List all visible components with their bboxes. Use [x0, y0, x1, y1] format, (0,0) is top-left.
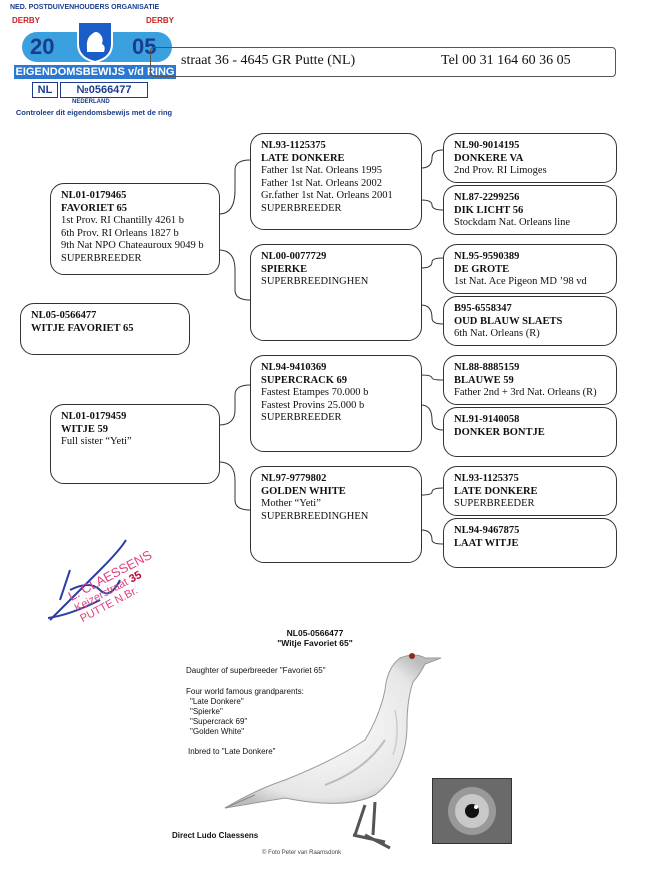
grandparent-ff-box: NL93-1125375 LATE DONKERE Father 1st Nat… [250, 133, 422, 230]
sticker-nederland: NEDERLAND [72, 99, 110, 105]
sticker-derby-left: DERBY [12, 16, 41, 25]
ring-ownership-sticker: NED. POSTDUIVENHOUDERS ORGANISATIE DERBY… [10, 4, 178, 117]
mff-line: Father 2nd + 3rd Nat. Orleans (R) [454, 387, 597, 398]
mmm-ring: NL94-9467875 [454, 525, 520, 536]
fmf-ring: NL95-9590389 [454, 251, 520, 262]
fm-ring: NL00-0077729 [261, 251, 327, 262]
mfm-name: DONKER BONTJE [454, 426, 545, 438]
fmm-ring: B95-6558347 [454, 303, 512, 314]
mother-line: Full sister “Yeti” [61, 436, 132, 447]
header-address: straat 36 - 4645 GR Putte (NL) [181, 53, 356, 68]
fff-name: DONKERE VA [454, 152, 524, 164]
mmf-name: LATE DONKERE [454, 485, 538, 497]
photo-daughter: Daughter of superbreeder "Favoriet 65" [186, 666, 326, 675]
mother-box: NL01-0179459 WITJE 59 Full sister “Yeti” [50, 404, 220, 484]
sticker-title: EIGENDOMSBEWIJS v/d RING [14, 65, 176, 79]
mf-name: SUPERCRACK 69 [261, 374, 348, 386]
mm-line: Mother “Yeti” [261, 498, 321, 509]
mm-line: SUPERBREEDINGHEN [261, 510, 369, 522]
lion-crest-icon [72, 18, 118, 64]
ffm-line: Stockdam Nat. Orleans line [454, 217, 571, 228]
ggp-fff-box: NL90-9014195 DONKERE VA 2nd Prov. RI Lim… [443, 133, 617, 183]
sticker-ring-number: №0566477 [60, 82, 148, 98]
ff-line: Father 1st Nat. Orleans 2002 [261, 177, 383, 189]
fmf-line: 1st Nat. Ace Pigeon MD ’98 vd [454, 276, 587, 287]
mother-ring: NL01-0179459 [61, 411, 127, 422]
father-box: NL01-0179465 FAVORIET 65 1st Prov. RI Ch… [50, 183, 220, 275]
ggp-mmm-box: NL94-9467875 LAAT WITJE [443, 518, 617, 568]
grand-item: "Supercrack 69" [190, 717, 248, 726]
fff-line: 2nd Prov. RI Limoges [454, 165, 547, 176]
fff-ring: NL90-9014195 [454, 140, 520, 151]
mm-ring: NL97-9779802 [261, 473, 327, 484]
grand-item: "Golden White" [190, 727, 245, 736]
subject-box: NL05-0566477 WITJE FAVORIET 65 [20, 303, 190, 355]
photo-credit: © Foto Peter van Raamsdonk [262, 850, 342, 856]
mf-line: Fastest Etampes 70.000 b [261, 387, 369, 398]
contact-header: straat 36 - 4645 GR Putte (NL) Tel 00 31… [150, 47, 616, 77]
mf-line: Fastest Provins 25.000 b [261, 399, 365, 411]
fmf-name: DE GROTE [454, 263, 510, 275]
fm-line: SUPERBREEDINGHEN [261, 276, 369, 287]
father-line: SUPERBREEDER [61, 252, 142, 264]
ggp-ffm-box: NL87-2299256 DIK LICHT 56 Stockdam Nat. … [443, 185, 617, 235]
photo-ring: NL05-0566477 [286, 628, 344, 638]
ff-line: Gr.father 1st Nat. Orleans 2001 [261, 190, 393, 201]
mff-name: BLAUWE 59 [454, 374, 514, 386]
father-name: FAVORIET 65 [61, 202, 128, 214]
father-line: 9th Nat NPO Chateauroux 9049 b [61, 240, 204, 251]
pigeon-photo [224, 653, 442, 850]
mfm-ring: NL91-9140058 [454, 414, 520, 425]
mf-ring: NL94-9410369 [261, 362, 327, 373]
photo-name: "Witje Favoriet 65" [277, 638, 353, 648]
mmm-name: LAAT WITJE [454, 537, 519, 549]
grandparent-mf-box: NL94-9410369 SUPERCRACK 69 Fastest Etamp… [250, 355, 422, 452]
ggp-fmm-box: B95-6558347 OUD BLAUW SLAETS 6th Nat. Or… [443, 296, 617, 346]
grandparent-fm-box: NL00-0077729 SPIERKE SUPERBREEDINGHEN [250, 244, 422, 341]
father-ring: NL01-0179465 [61, 190, 127, 201]
ggp-mff-box: NL88-8885159 BLAUWE 59 Father 2nd + 3rd … [443, 355, 617, 405]
ffm-name: DIK LICHT 56 [454, 204, 524, 216]
mmf-line: SUPERBREEDER [454, 498, 535, 509]
signature-mark [47, 539, 127, 621]
header-phone: Tel 00 31 164 60 36 05 [441, 53, 571, 68]
father-line: 6th Prov. RI Orleans 1827 b [61, 227, 179, 239]
mmf-ring: NL93-1125375 [454, 473, 519, 484]
sticker-year-right: 05 [132, 34, 157, 59]
sticker-derby-right: DERBY [146, 16, 175, 25]
fmm-line: 6th Nat. Orleans (R) [454, 328, 540, 339]
ff-ring: NL93-1125375 [261, 140, 326, 151]
ggp-mfm-box: NL91-9140058 DONKER BONTJE [443, 407, 617, 457]
father-line: 1st Prov. RI Chantilly 4261 b [61, 215, 184, 226]
ffm-ring: NL87-2299256 [454, 192, 520, 203]
ff-name: LATE DONKERE [261, 152, 345, 164]
grand-item: "Spierke" [190, 707, 223, 716]
fmm-name: OUD BLAUW SLAETS [454, 315, 563, 327]
mother-name: WITJE 59 [61, 423, 108, 435]
photo-grands: "Late Donkere" "Spierke" "Supercrack 69"… [190, 697, 247, 737]
sticker-country: NL [32, 82, 58, 98]
photo-direct: Direct Ludo Claessens [172, 831, 259, 840]
mff-ring: NL88-8885159 [454, 362, 520, 373]
grandparent-mm-box: NL97-9779802 GOLDEN WHITE Mother “Yeti” … [250, 466, 422, 563]
eye-photo [432, 778, 512, 844]
subject-ring: NL05-0566477 [31, 310, 97, 321]
sticker-year-left: 20 [30, 34, 55, 59]
ggp-mmf-box: NL93-1125375 LATE DONKERE SUPERBREEDER [443, 466, 617, 516]
mm-name: GOLDEN WHITE [261, 485, 346, 497]
mf-line: SUPERBREEDER [261, 412, 342, 423]
photo-grand-title: Four world famous grandparents: [186, 687, 304, 696]
grand-item: "Late Donkere" [190, 697, 244, 706]
photo-inbred: Inbred to "Late Donkere" [188, 747, 276, 756]
ff-line: SUPERBREEDER [261, 202, 342, 214]
fm-name: SPIERKE [261, 263, 308, 275]
sticker-footer: Controleer dit eigendomsbewijs met de ri… [15, 108, 173, 117]
sticker-org: NED. POSTDUIVENHOUDERS ORGANISATIE [10, 4, 160, 11]
ff-line: Father 1st Nat. Orleans 1995 [261, 165, 383, 176]
subject-name: WITJE FAVORIET 65 [31, 322, 134, 334]
ggp-fmf-box: NL95-9590389 DE GROTE 1st Nat. Ace Pigeo… [443, 244, 617, 294]
